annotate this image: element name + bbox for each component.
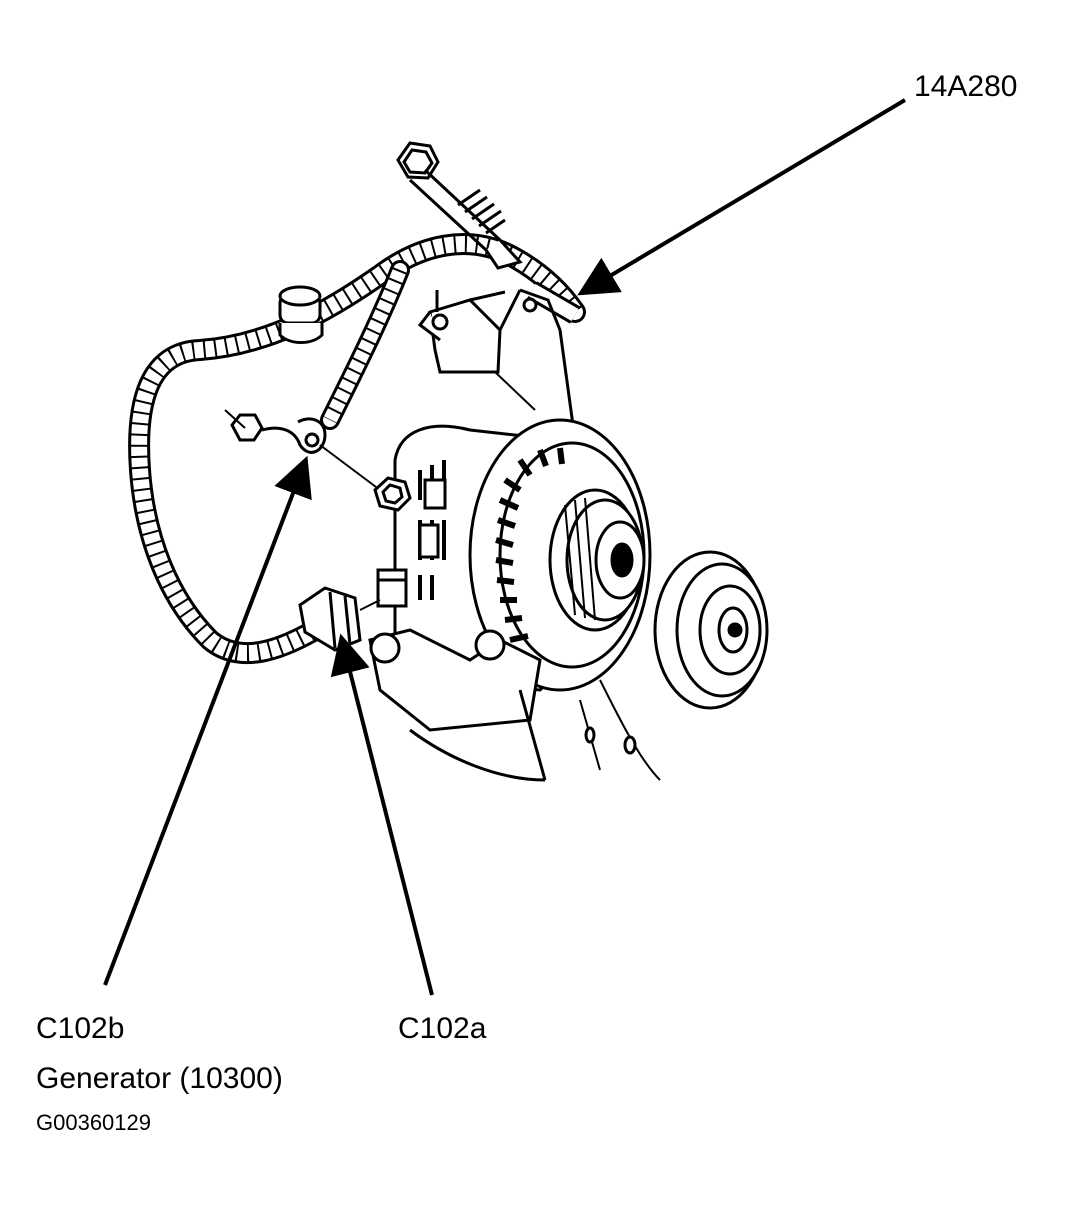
callout-c102b: C102b — [36, 1012, 125, 1045]
leader-lines — [103, 98, 907, 996]
leader-c102b — [103, 455, 312, 986]
callout-14a280: 14A280 — [914, 70, 1018, 103]
mounting-bolt — [396, 141, 523, 270]
terminal-nut — [224, 285, 381, 491]
callout-generator: Generator (10300) — [36, 1062, 283, 1095]
callout-c102a: C102a — [398, 1012, 487, 1045]
leader-c102a — [330, 633, 434, 996]
leader-14a280 — [577, 98, 907, 296]
generator-pulley — [548, 488, 646, 632]
mounting-bracket — [417, 290, 536, 411]
idler-pulley — [579, 550, 769, 781]
figure-id: G00360129 — [36, 1110, 151, 1135]
